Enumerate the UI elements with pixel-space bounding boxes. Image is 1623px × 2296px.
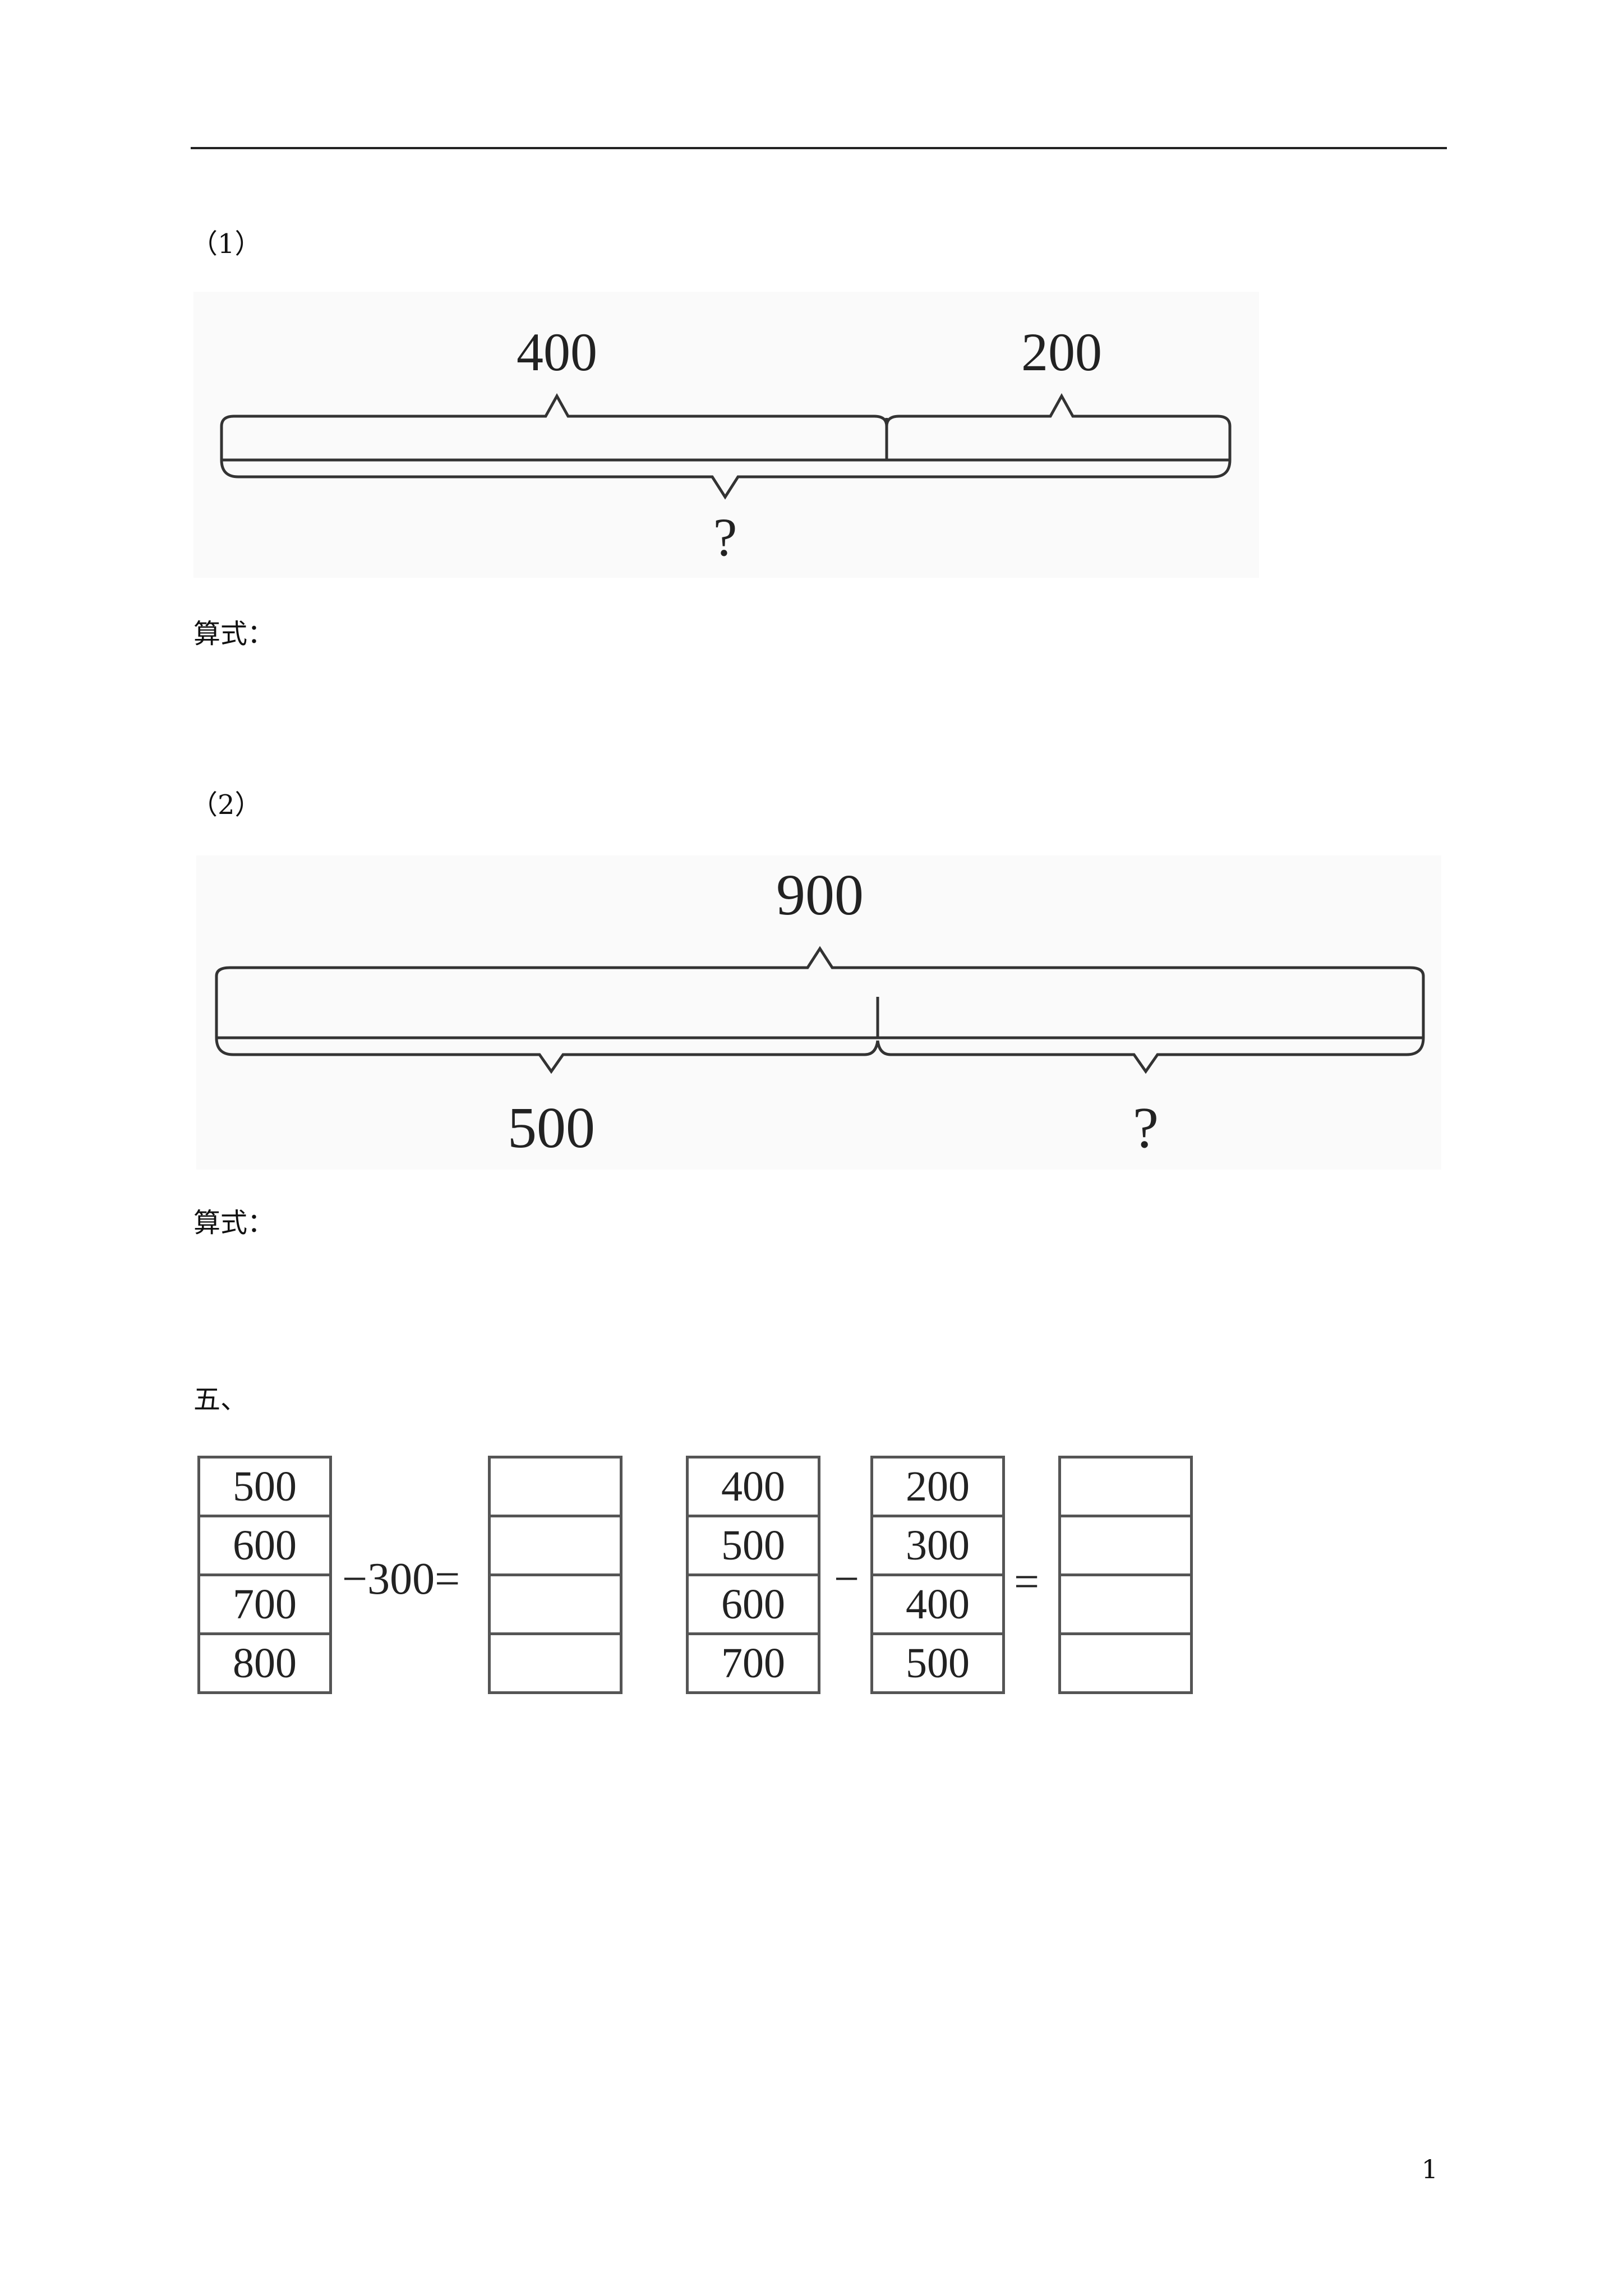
q5-right-answer-column <box>1058 1456 1193 1694</box>
q2-brace-bottom-left <box>215 1037 879 1074</box>
q5-label: 五、 <box>193 1384 248 1415</box>
q2-line-diagram: 900 500 ? <box>196 855 1441 1170</box>
q2-value-900: 900 <box>776 863 864 927</box>
q1-formula-label: 算式： <box>193 618 275 650</box>
q2-formula-label: 算式： <box>193 1207 275 1239</box>
q5-minus-300-equals: −300= <box>342 1554 460 1604</box>
cell: 500 <box>686 1515 820 1576</box>
cell: 800 <box>197 1632 332 1694</box>
cell: 400 <box>686 1456 820 1517</box>
q5-left-answer-column <box>488 1456 623 1694</box>
q5-middle-minuend-column: 400 500 600 700 <box>686 1456 820 1694</box>
answer-cell[interactable] <box>488 1632 623 1694</box>
q1-brace-bottom <box>220 459 1232 500</box>
page-number: 1 <box>1421 2154 1438 2184</box>
cell: 500 <box>197 1456 332 1517</box>
cell: 500 <box>870 1632 1005 1694</box>
q1-line-diagram: 400 200 ? <box>193 292 1259 578</box>
q1-value-200: 200 <box>1021 322 1102 382</box>
header-rule <box>191 147 1447 149</box>
q5-equals-sign: = <box>1014 1557 1040 1607</box>
cell: 600 <box>197 1515 332 1576</box>
q5-minus-sign: − <box>834 1554 860 1604</box>
answer-cell[interactable] <box>1058 1515 1193 1576</box>
cell: 400 <box>870 1573 1005 1635</box>
q2-brace-bottom-right <box>876 1037 1425 1074</box>
answer-cell[interactable] <box>1058 1456 1193 1517</box>
cell: 300 <box>870 1515 1005 1576</box>
answer-cell[interactable] <box>488 1456 623 1517</box>
answer-cell[interactable] <box>1058 1573 1193 1635</box>
q2-label: （2） <box>191 789 262 821</box>
q1-label: （1） <box>191 228 262 260</box>
q2-brace-top <box>215 946 1425 1038</box>
q1-unknown-total: ? <box>713 507 737 567</box>
cell: 700 <box>197 1573 332 1635</box>
q1-brace-top-left <box>220 393 888 460</box>
q2-value-500: 500 <box>508 1096 595 1160</box>
cell: 700 <box>686 1632 820 1694</box>
answer-cell[interactable] <box>488 1573 623 1635</box>
q1-value-400: 400 <box>517 322 597 382</box>
cell: 600 <box>686 1573 820 1635</box>
cell: 200 <box>870 1456 1005 1517</box>
answer-cell[interactable] <box>488 1515 623 1576</box>
q5-subtrahend-column: 200 300 400 500 <box>870 1456 1005 1694</box>
q1-brace-top-right <box>885 393 1232 460</box>
q2-unknown-part: ? <box>1133 1096 1159 1160</box>
q5-left-minuend-column: 500 600 700 800 <box>197 1456 332 1694</box>
answer-cell[interactable] <box>1058 1632 1193 1694</box>
